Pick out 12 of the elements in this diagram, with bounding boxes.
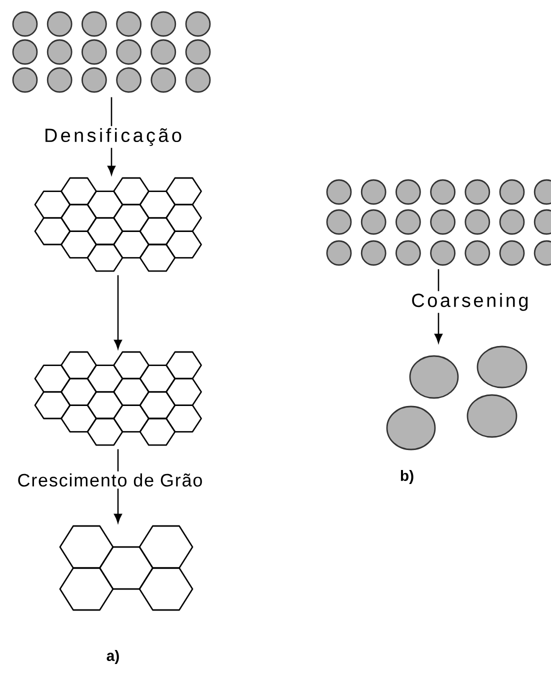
edge-label: Coarsening bbox=[409, 291, 531, 313]
particle-array-drawing bbox=[12, 11, 211, 93]
panel-label: b) bbox=[400, 470, 414, 484]
large-grain-drawing bbox=[59, 525, 194, 611]
coarse-particle-drawing bbox=[386, 346, 528, 450]
panel-label: a) bbox=[106, 650, 119, 664]
edge-label: Densificação bbox=[42, 126, 184, 148]
particle-array-drawing bbox=[326, 179, 551, 266]
arrow bbox=[114, 275, 122, 349]
hexagonal-grain-drawing bbox=[34, 177, 202, 272]
hexagonal-grain-drawing bbox=[34, 351, 202, 446]
edge-label: Crescimento de Grão bbox=[15, 471, 205, 489]
